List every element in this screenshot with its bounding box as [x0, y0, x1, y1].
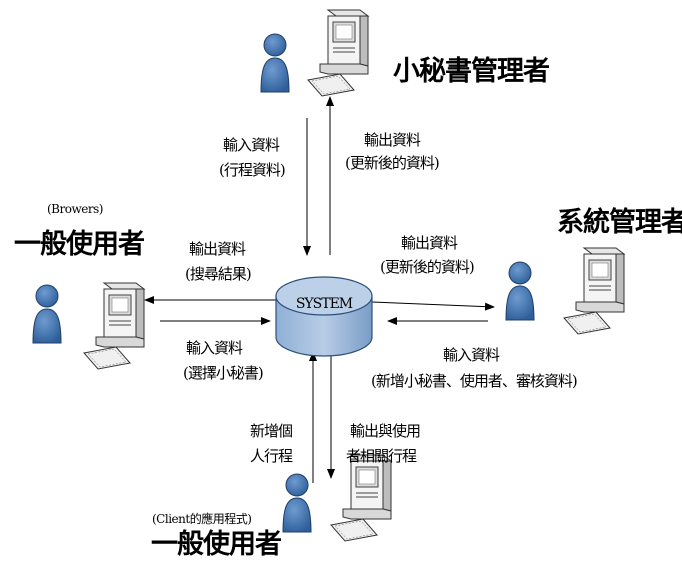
person-icon [505, 261, 535, 321]
arrow-system-to-sysadmin [371, 301, 495, 311]
client-user-node: (Client的應用程式) 一般使用者 [151, 454, 392, 560]
browser-output-detail: (搜尋結果) [185, 265, 251, 283]
computer-icon [83, 282, 145, 370]
browser-user-subtitle: (Browers) [47, 202, 103, 216]
computer-icon [330, 454, 392, 542]
computer-icon [563, 247, 625, 335]
flow-labels: 輸入資料 (行程資料) 輸出資料 (更新後的資料) 輸出資料 (搜尋結果) 輸入… [183, 131, 578, 465]
cylinder-top [275, 276, 373, 316]
secretary-admin-node: 小秘書管理者 [260, 9, 550, 97]
sysadmin-output-detail: (更新後的資料) [380, 258, 474, 276]
client-user-subtitle: (Client的應用程式) [152, 511, 251, 526]
system-admin-node: 系統管理者 [505, 206, 682, 335]
system-label: SYSTEM [296, 296, 353, 312]
person-icon [260, 33, 290, 93]
client-input-label: 新增個 [250, 422, 292, 440]
sysadmin-input-detail: (新增小秘書、使用者、審核資料) [371, 372, 577, 390]
browser-output-label: 輸出資料 [189, 240, 246, 258]
computer-icon [307, 9, 369, 97]
person-icon [282, 473, 312, 533]
browser-user-title: 一般使用者 [14, 228, 144, 260]
client-input-detail: 人行程 [250, 447, 293, 465]
flow-arrows [144, 96, 495, 483]
secretary-output-detail: (更新後的資料) [345, 154, 439, 172]
secretary-input-detail: (行程資料) [219, 161, 285, 179]
system-admin-title: 系統管理者 [557, 206, 682, 238]
person-icon [32, 284, 62, 344]
browser-input-label: 輸入資料 [186, 339, 243, 357]
client-output-label: 輸出與使用 [350, 422, 420, 440]
client-output-detail: 者相關行程 [346, 447, 417, 465]
secretary-output-label: 輸出資料 [364, 131, 421, 149]
client-user-title: 一般使用者 [151, 528, 281, 560]
system-database: SYSTEM [275, 276, 373, 357]
sysadmin-output-label: 輸出資料 [401, 234, 458, 252]
secretary-input-label: 輸入資料 [223, 136, 280, 154]
secretary-admin-title: 小秘書管理者 [393, 56, 549, 87]
browser-user-node: (Browers) 一般使用者 [14, 202, 145, 370]
sysadmin-input-label: 輸入資料 [443, 346, 500, 364]
browser-input-detail: (選擇小秘書) [183, 364, 263, 382]
